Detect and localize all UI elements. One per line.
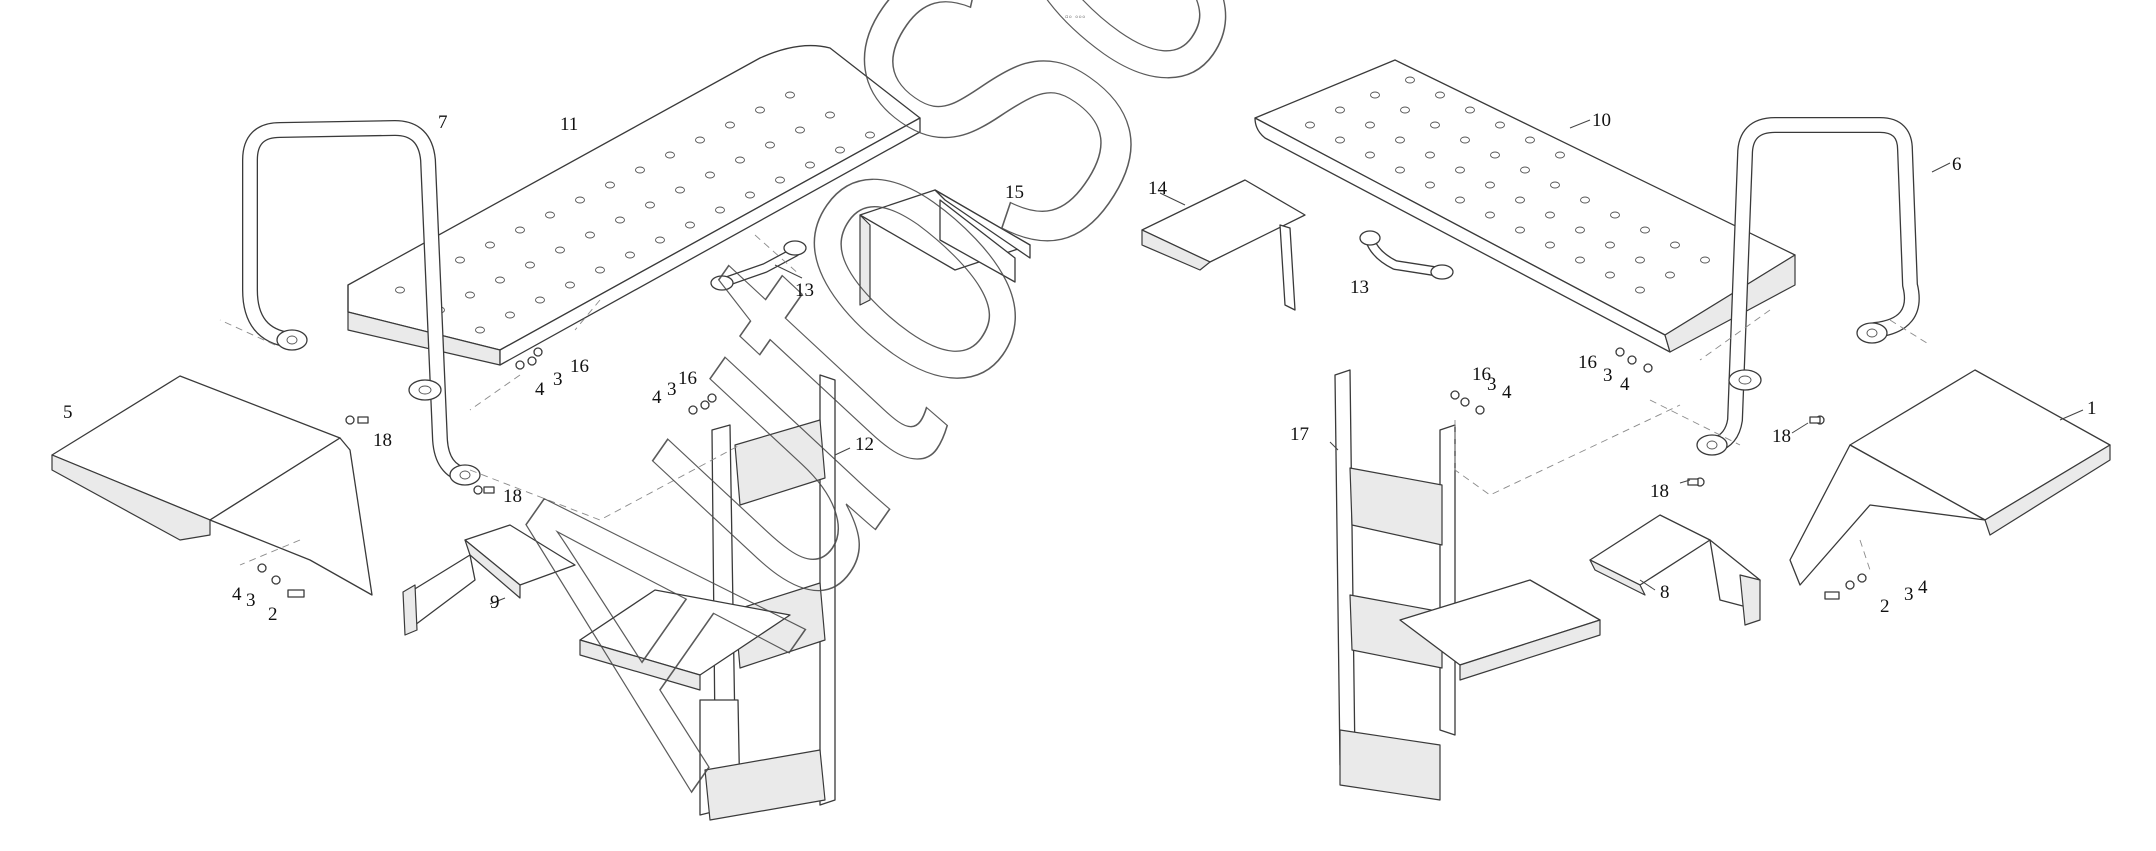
callout-16: 16 <box>1578 352 1597 373</box>
fasteners-right <box>1450 347 1867 600</box>
platform-right <box>1254 59 1796 353</box>
callout-8: 8 <box>1660 582 1670 603</box>
platform-right-holes <box>1305 76 1710 294</box>
page-indicator: ▫◦ ◦◦◦ <box>1065 12 1086 23</box>
ladder-right <box>1334 369 1601 801</box>
callout-18: 18 <box>373 430 392 451</box>
callout-12: 12 <box>855 434 874 455</box>
callout-13: 13 <box>795 280 814 301</box>
callout-3: 3 <box>553 369 563 390</box>
callout-9: 9 <box>490 592 500 613</box>
callout-16: 16 <box>678 368 697 389</box>
callout-4: 4 <box>1918 577 1928 598</box>
callout-18: 18 <box>503 486 522 507</box>
angle-bracket-14 <box>1141 179 1306 311</box>
callout-16: 16 <box>1472 364 1491 385</box>
assembly-lines-right <box>1454 309 1931 571</box>
ladder-left <box>579 374 836 821</box>
callout-3: 3 <box>667 379 677 400</box>
callout-4: 4 <box>232 584 242 605</box>
platform-left-holes <box>395 91 875 334</box>
handrail-right <box>1696 117 1920 456</box>
grab-handle-left <box>710 240 807 291</box>
angle-bracket-15 <box>859 189 1031 306</box>
callout-17: 17 <box>1290 424 1309 445</box>
assembly-lines-left <box>219 234 801 566</box>
callout-4: 4 <box>535 379 545 400</box>
callout-4: 4 <box>1502 382 1512 403</box>
callout-3: 3 <box>1603 365 1613 386</box>
callout-16: 16 <box>570 356 589 377</box>
callout-5: 5 <box>63 402 73 423</box>
platform-left <box>347 44 921 366</box>
callout-1: 1 <box>2087 398 2097 419</box>
fasteners-left <box>257 347 717 598</box>
callout-7: 7 <box>438 112 448 133</box>
bracket-right <box>1589 514 1761 626</box>
callout-15: 15 <box>1005 182 1024 203</box>
callouts: 7 11 15 5 18 18 16 3 4 4 3 2 9 13 4 3 16… <box>63 110 2097 625</box>
callout-18: 18 <box>1772 426 1791 447</box>
callout-4: 4 <box>652 387 662 408</box>
callout-13: 13 <box>1350 277 1369 298</box>
callout-2: 2 <box>1880 596 1890 617</box>
handrail-left <box>242 120 481 486</box>
callout-14: 14 <box>1148 178 1168 199</box>
callout-10: 10 <box>1592 110 1611 131</box>
callout-4: 4 <box>1620 374 1630 395</box>
callout-leaders <box>489 119 2084 605</box>
callout-2: 2 <box>268 604 278 625</box>
callout-3: 3 <box>1904 584 1914 605</box>
callout-18: 18 <box>1650 481 1669 502</box>
step-cover-left <box>51 375 373 596</box>
bracket-left <box>402 524 576 636</box>
step-cover-right <box>1789 369 2111 586</box>
callout-11: 11 <box>560 114 578 135</box>
callout-6: 6 <box>1952 154 1962 175</box>
callout-3: 3 <box>1487 374 1497 395</box>
grab-handle-right <box>1359 230 1454 280</box>
callout-3: 3 <box>246 590 256 611</box>
